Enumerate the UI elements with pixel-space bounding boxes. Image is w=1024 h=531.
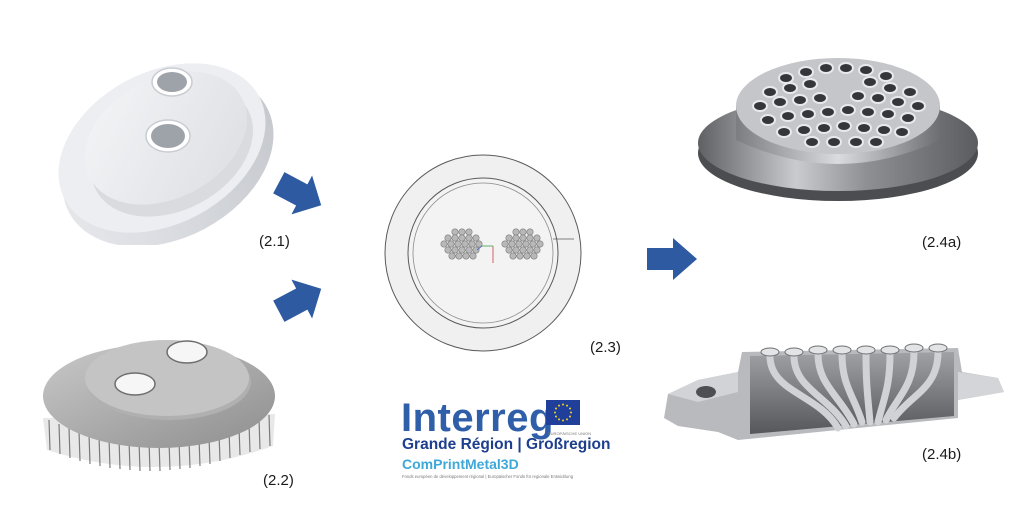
cad-top-view (378, 150, 588, 360)
step-label-2-4b: (2.4b) (922, 446, 962, 463)
step-label-2-2: (2.2) (263, 472, 294, 489)
logo-region: Grande Région | Großregion (402, 436, 611, 453)
step-label-2-1: (2.1) (259, 233, 290, 250)
cad-disc-model (40, 40, 290, 245)
logo-project: ComPrintMetal3D (402, 456, 519, 472)
logo-fund-text: Fonds européen de développement régional… (402, 474, 574, 479)
arrow-right-icon (645, 236, 699, 282)
eu-caption: EUROPÄISCHE UNION (548, 431, 592, 436)
arrow-right-icon (272, 170, 328, 218)
step-label-2-4a: (2.4a) (922, 234, 962, 251)
arrow-right-icon (272, 276, 328, 324)
logo-title: Interreg (401, 396, 554, 440)
meshed-disc-model (35, 318, 285, 478)
printed-metal-disc (688, 38, 988, 213)
eu-flag-icon (546, 400, 580, 425)
step-label-2-3: (2.3) (590, 339, 621, 356)
sectioned-metal-part (658, 322, 1018, 447)
